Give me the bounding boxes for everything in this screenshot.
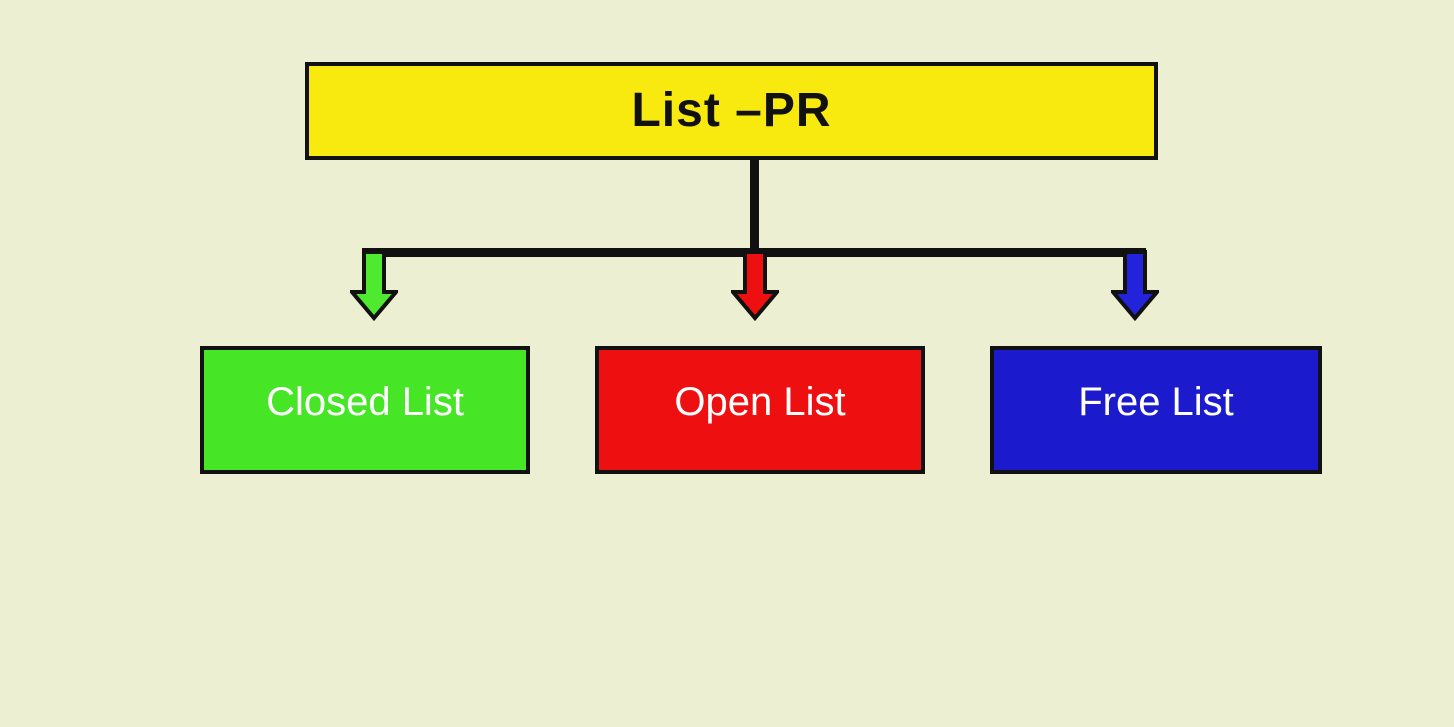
node-open-list-label: Open List xyxy=(674,379,846,424)
down-arrow-free-list-icon xyxy=(1111,250,1159,322)
node-closed-list: Closed List xyxy=(200,346,530,474)
node-list-pr-label: List –PR xyxy=(631,83,832,137)
down-arrow-open-list-shape xyxy=(731,250,779,322)
down-arrow-closed-list-icon xyxy=(350,250,398,322)
node-free-list: Free List xyxy=(990,346,1322,474)
node-list-pr: List –PR xyxy=(305,62,1158,160)
down-arrow-open-list-icon xyxy=(731,250,779,322)
node-closed-list-label: Closed List xyxy=(266,379,464,424)
node-free-list-label: Free List xyxy=(1078,379,1234,424)
connector-vertical xyxy=(750,158,759,257)
node-open-list: Open List xyxy=(595,346,925,474)
down-arrow-free-list-shape xyxy=(1111,250,1159,322)
down-arrow-closed-list-shape xyxy=(350,250,398,322)
